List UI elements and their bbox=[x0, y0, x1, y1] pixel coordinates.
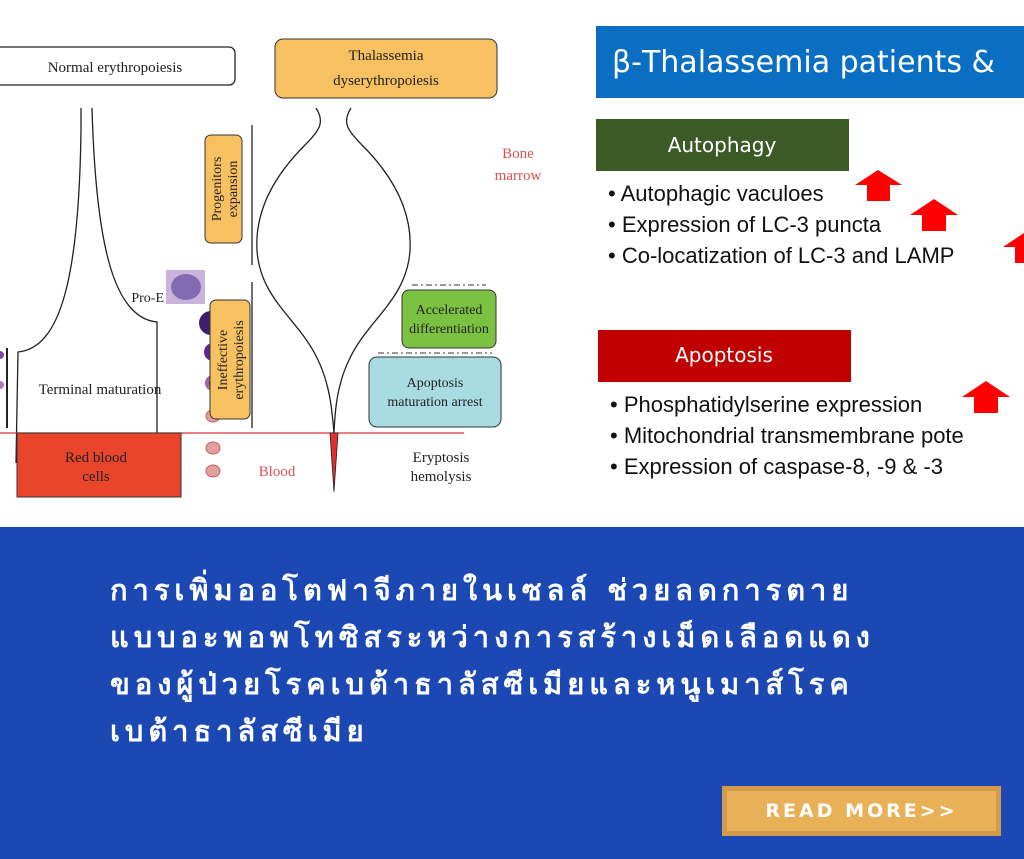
rbc-label-2: cells bbox=[82, 469, 110, 485]
terminal-maturation-label: Terminal maturation bbox=[39, 382, 162, 398]
headline-line: แบบอะพอพโทซิสระหว่างการสร้างเม็ดเลือดแดง bbox=[110, 620, 875, 654]
list-item: • Phosphatidylserine expression bbox=[610, 392, 922, 417]
normal-erythropoiesis-box bbox=[0, 46, 236, 86]
thalassemia-label-1: Thalassemia bbox=[349, 48, 424, 64]
normal-funnel-right bbox=[91, 107, 158, 433]
bone-marrow-label-2: marrow bbox=[495, 168, 542, 184]
ineffective-label: Ineffectiveerythropoiesis bbox=[216, 320, 247, 399]
red-spike bbox=[329, 432, 339, 493]
up-arrow-icon bbox=[1003, 233, 1024, 263]
cell bbox=[205, 441, 221, 455]
apoptosis-maturation-arrest-box bbox=[368, 356, 502, 428]
list-item: • Expression of LC-3 puncta bbox=[608, 212, 882, 237]
eryptosis-label-1: Eryptosis bbox=[413, 450, 470, 466]
slide-title: β-Thalassemia patients & bbox=[612, 45, 995, 80]
article-headline: การเพิ่มออโตฟาจีภายในเซลล์ ช่วยลดการตาย … bbox=[110, 567, 970, 755]
cell bbox=[171, 274, 201, 300]
thalassemia-bulb-left bbox=[256, 107, 335, 434]
apoptosis-header-label: Apoptosis bbox=[675, 343, 773, 367]
up-arrow-icon bbox=[910, 199, 958, 231]
autophagy-label: Autophagy bbox=[668, 133, 777, 157]
bone-marrow-label-1: Bone bbox=[502, 146, 534, 162]
normal-erythropoiesis-label: Normal erythropoiesis bbox=[48, 60, 183, 76]
accelerated-label-2: differentiation bbox=[409, 322, 489, 337]
apoptosis-list: • Phosphatidylserine expression • Mitoch… bbox=[610, 392, 964, 479]
list-item: • Co-locatization of LC-3 and LAMP bbox=[608, 243, 954, 268]
up-arrow-icon bbox=[962, 381, 1010, 413]
caption-panel: การเพิ่มออโตฟาจีภายในเซลล์ ช่วยลดการตาย … bbox=[0, 527, 1024, 859]
read-more-button[interactable]: READ MORE>> bbox=[722, 786, 1001, 836]
progenitors-expansion-box bbox=[204, 134, 243, 244]
cell bbox=[0, 381, 4, 389]
erythropoiesis-diagram: Normal erythropoiesis Terminal maturatio… bbox=[0, 26, 1024, 498]
eryptosis-label-2: hemolysis bbox=[411, 469, 472, 485]
blood-label: Blood bbox=[259, 464, 296, 480]
rbc-label-1: Red blood bbox=[65, 450, 128, 466]
cell bbox=[0, 351, 4, 359]
cell bbox=[205, 464, 221, 478]
up-arrow-icon bbox=[855, 170, 902, 201]
ineffective-erythropoiesis-box bbox=[209, 299, 251, 420]
thalassemia-bulb-right bbox=[333, 107, 411, 434]
thalassemia-box bbox=[274, 38, 498, 99]
list-item: • Expression of caspase-8, -9 & -3 bbox=[610, 454, 943, 479]
red-blood-cells-box bbox=[16, 432, 182, 498]
apoptosis-label-1: Apoptosis bbox=[407, 376, 464, 391]
article-image: Normal erythropoiesis Terminal maturatio… bbox=[0, 26, 1024, 498]
headline-line: เบต้าธาลัสซีเมีย bbox=[110, 714, 369, 748]
autophagy-list: • Autophagic vaculoes • Expression of LC… bbox=[608, 181, 954, 268]
normal-funnel-left bbox=[15, 108, 82, 464]
autophagy-header bbox=[596, 119, 849, 171]
pro-e-label: Pro-E bbox=[131, 291, 164, 306]
headline-line: การเพิ่มออโตฟาจีภายในเซลล์ ช่วยลดการตาย bbox=[110, 573, 854, 607]
list-item: • Mitochondrial transmembrane pote bbox=[610, 423, 964, 448]
apoptosis-header bbox=[598, 330, 851, 382]
accelerated-label-1: Accelerated bbox=[416, 303, 483, 318]
slide-title-bar bbox=[596, 26, 1024, 98]
thalassemia-label-2: dyserythropoiesis bbox=[333, 73, 439, 89]
apoptosis-label-2: maturation arrest bbox=[387, 395, 482, 410]
progenitors-label: Progenitorsexpansion bbox=[210, 157, 241, 222]
headline-line: ของผู้ป่วยโรคเบต้าธาลัสซีเมียและหนูเมาส์… bbox=[110, 667, 854, 701]
list-item: • Autophagic vaculoes bbox=[608, 181, 824, 206]
accelerated-differentiation-box bbox=[401, 289, 497, 349]
